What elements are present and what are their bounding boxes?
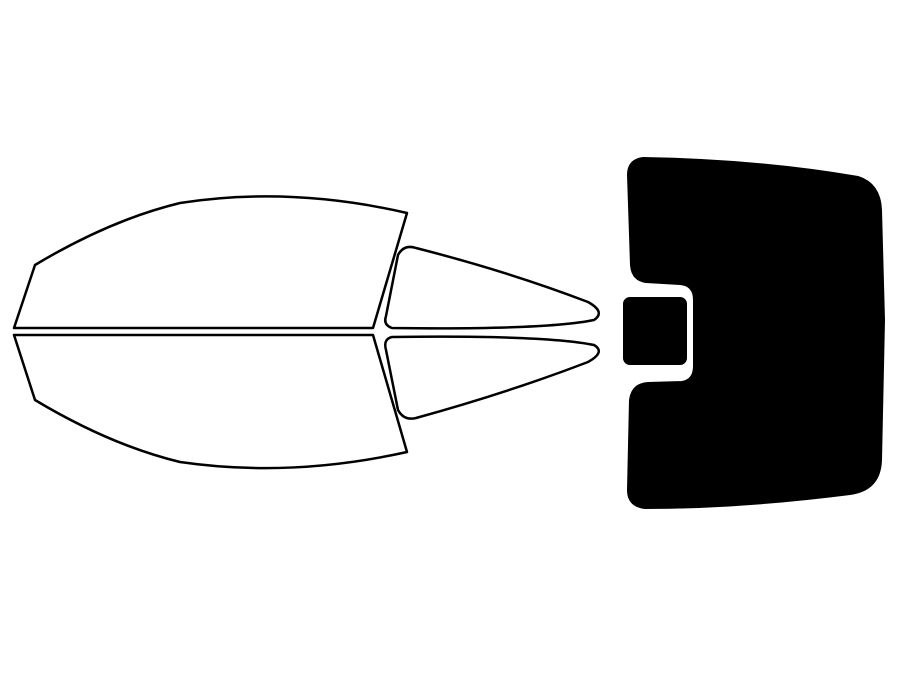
- brake-light-cutout: [623, 297, 687, 365]
- front-door-window-lower: [12, 333, 409, 470]
- rear-quarter-window-lower: [384, 335, 601, 420]
- rear-quarter-window-upper: [384, 245, 601, 330]
- rear-windshield: [627, 157, 885, 509]
- front-door-window-upper: [12, 195, 409, 330]
